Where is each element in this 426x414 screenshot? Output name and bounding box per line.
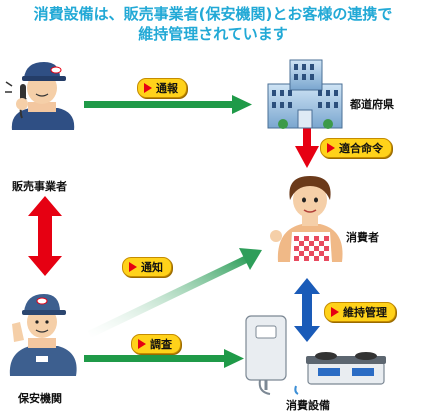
arrow-retailer-agency xyxy=(28,196,62,276)
report-tag: 通報 xyxy=(137,78,187,98)
arrow-report xyxy=(84,95,252,114)
diagram-title-line2: 維持管理されています xyxy=(138,25,288,43)
play-arrow-icon xyxy=(129,262,137,272)
survey-tag-label: 調査 xyxy=(150,338,172,351)
government-building-icon xyxy=(267,59,343,129)
notice-tag-label: 通知 xyxy=(141,261,163,274)
prefecture-label: 都道府県 xyxy=(350,98,394,111)
arrow-notice xyxy=(88,248,262,338)
diagram-title-line1: 消費設備は、販売事業者(保安機関)とお客様の連携で xyxy=(33,5,393,23)
maintenance-tag-label: 維持管理 xyxy=(343,306,387,319)
play-arrow-icon xyxy=(327,143,335,153)
arrow-survey xyxy=(84,349,244,368)
consumer-label: 消費者 xyxy=(346,231,379,244)
equipment-label: 消費設備 xyxy=(286,399,330,412)
play-arrow-icon xyxy=(144,83,152,93)
survey-tag: 調査 xyxy=(131,334,181,354)
arrow-maintenance xyxy=(294,278,320,342)
order-tag-label: 適合命令 xyxy=(339,142,383,155)
play-arrow-icon xyxy=(138,339,146,349)
play-arrow-icon xyxy=(331,307,339,317)
maintenance-tag: 維持管理 xyxy=(324,302,396,322)
order-tag: 適合命令 xyxy=(320,138,392,158)
arrow-order xyxy=(295,128,319,168)
saluting-worker-icon xyxy=(9,294,77,376)
report-tag-label: 通報 xyxy=(156,82,178,95)
notice-tag: 通知 xyxy=(122,257,172,277)
safety-agency-label: 保安機関 xyxy=(18,392,62,405)
worker-on-phone-icon xyxy=(5,62,75,130)
housewife-icon xyxy=(270,176,343,262)
retailer-label: 販売事業者 xyxy=(12,180,67,193)
water-heater-and-gas-stove-icon xyxy=(245,315,386,395)
